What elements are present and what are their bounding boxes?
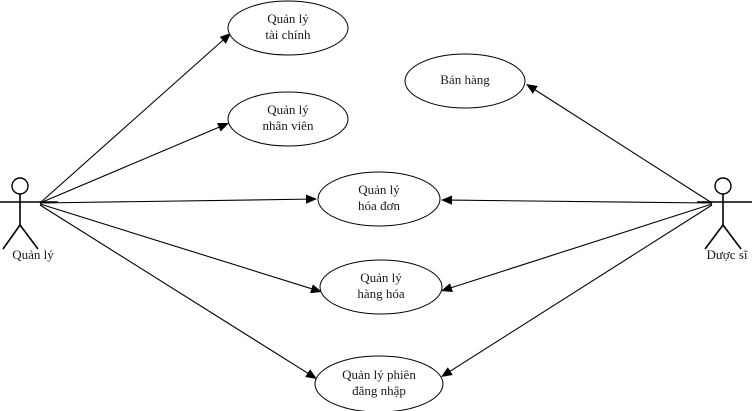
arrow-head-icon (526, 84, 538, 94)
actor-label: Dược sĩ (707, 247, 748, 262)
association-duocsi-to-hanghoa (441, 203, 713, 293)
use-case-label: hóa đơn (358, 198, 400, 213)
actor-leg-right-line (722, 224, 742, 250)
association-duocsi-to-phiendangnhap (441, 204, 713, 377)
use-case-ellipse[interactable] (319, 259, 443, 315)
association-line (39, 126, 221, 204)
use-case-ellipse[interactable] (317, 171, 441, 227)
arrow-head-icon (219, 33, 231, 44)
association-duocsi-to-banhang (526, 84, 713, 204)
use-case-label: Quản lý (267, 102, 309, 117)
actor-leg-left-line (704, 224, 724, 250)
use-case-ellipse[interactable] (404, 53, 526, 109)
actor-head-icon (11, 177, 29, 195)
use-case-label: Bán hàng (440, 72, 490, 87)
association-line (448, 204, 713, 373)
association-line (39, 203, 314, 290)
association-quanly-to-hanghoa (39, 203, 322, 294)
use-case-ellipse[interactable] (314, 355, 444, 411)
association-quanly-to-phiendangnhap (39, 204, 317, 379)
actor-quan-ly[interactable]: Quản lý (0, 177, 58, 262)
use-case-label: Quản lý (358, 182, 400, 197)
association-line (39, 38, 225, 204)
use-case-label: đăng nhập (352, 383, 406, 398)
association-line (449, 203, 713, 289)
use-case-ellipse[interactable] (227, 0, 349, 56)
association-line (39, 204, 310, 375)
association-lines-layer (39, 33, 713, 379)
actor-duoc-si[interactable]: Dược sĩ (697, 177, 752, 262)
association-line (449, 199, 713, 204)
association-quanly-to-hoadon (39, 194, 317, 204)
association-line (533, 88, 713, 204)
use-case-ellipse[interactable] (227, 91, 349, 147)
use-case-label: Quản lý (267, 11, 309, 26)
arrow-head-icon (441, 195, 453, 205)
use-case-ban-hang[interactable]: Bán hàng (404, 53, 526, 109)
use-case-label: Quản lý (360, 270, 402, 285)
actor-label: Quản lý (12, 247, 54, 262)
actor-head-icon (714, 177, 732, 195)
use-case-label: nhân viên (263, 118, 314, 133)
actor-nodes-layer: Quản lý Dược sĩ (0, 177, 752, 262)
association-line (39, 198, 309, 204)
association-quanly-to-nhanvien (39, 123, 229, 204)
use-case-label: Quản lý phiên (342, 367, 416, 382)
use-case-label: hàng hóa (357, 286, 405, 301)
arrow-head-icon (217, 123, 229, 132)
arrow-head-icon (305, 369, 317, 379)
actor-leg-left-line (2, 224, 21, 250)
arrow-head-icon (441, 367, 453, 377)
arrow-head-icon (310, 284, 322, 294)
use-case-label: tài chính (265, 27, 311, 42)
association-duocsi-to-hoadon (441, 195, 713, 205)
arrow-head-icon (305, 194, 317, 204)
association-quanly-to-taichinh (39, 33, 231, 204)
arrow-head-icon (441, 283, 453, 293)
actor-leg-right-line (19, 224, 39, 250)
